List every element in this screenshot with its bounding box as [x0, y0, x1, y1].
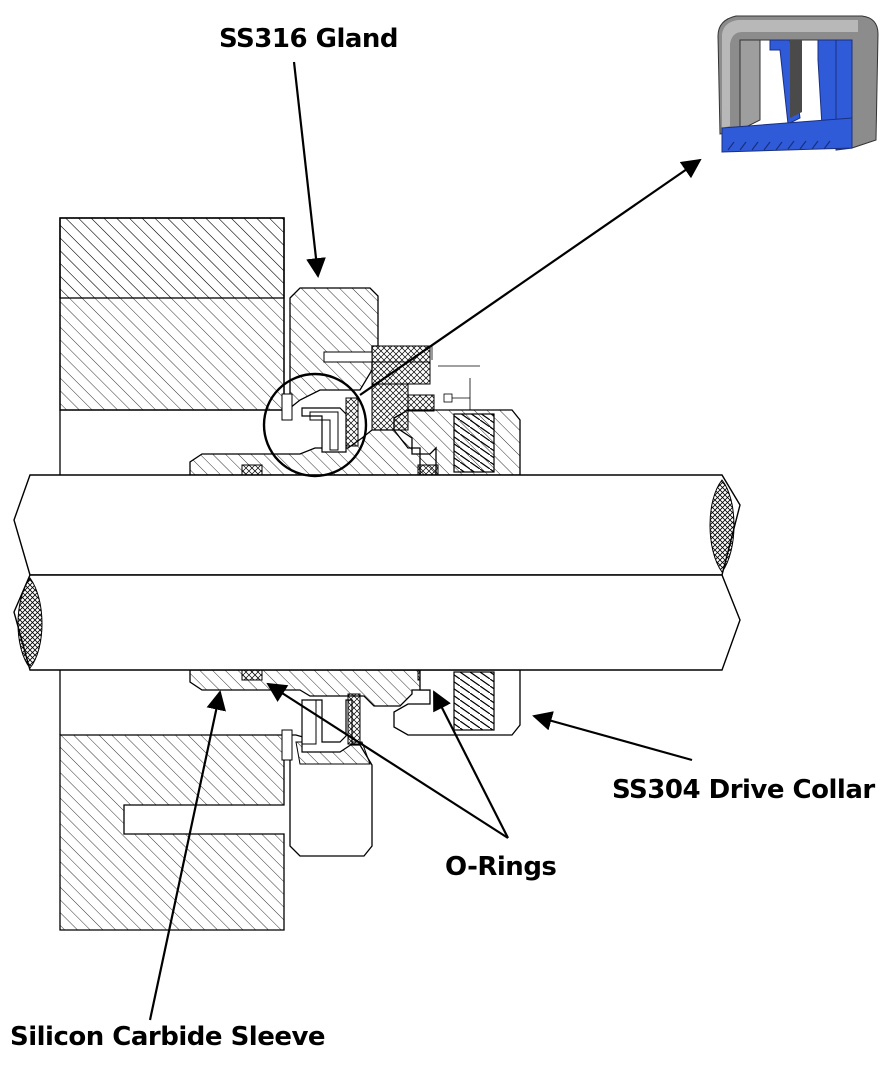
oring-leader-arrow-1: [266, 682, 509, 839]
drive-collar-lower: [393, 669, 521, 736]
detail-circle: [262, 372, 368, 478]
housing-lower: [59, 670, 285, 931]
detail-leader-arrow: [359, 158, 702, 396]
bellows-detail-inset: [717, 15, 879, 153]
leader-lines: [148, 61, 702, 1021]
housing-upper: [59, 217, 285, 475]
collar-leader-arrow: [532, 711, 693, 762]
label-o-rings: O-Rings: [445, 852, 557, 882]
sleeve-leader-arrow: [148, 690, 226, 1021]
seal-stack-upper: [301, 345, 480, 453]
label-drive-collar: SS304 Drive Collar: [612, 775, 875, 805]
gland-leader-arrow: [292, 61, 326, 278]
seal-stack-lower: [301, 693, 361, 753]
label-sleeve: Silicon Carbide Sleeve: [10, 1022, 326, 1052]
drive-collar-upper: [393, 409, 521, 476]
shaft: [13, 474, 741, 671]
label-gland: SS316 Gland: [219, 24, 399, 54]
oring-leader-arrow-2: [433, 690, 509, 839]
